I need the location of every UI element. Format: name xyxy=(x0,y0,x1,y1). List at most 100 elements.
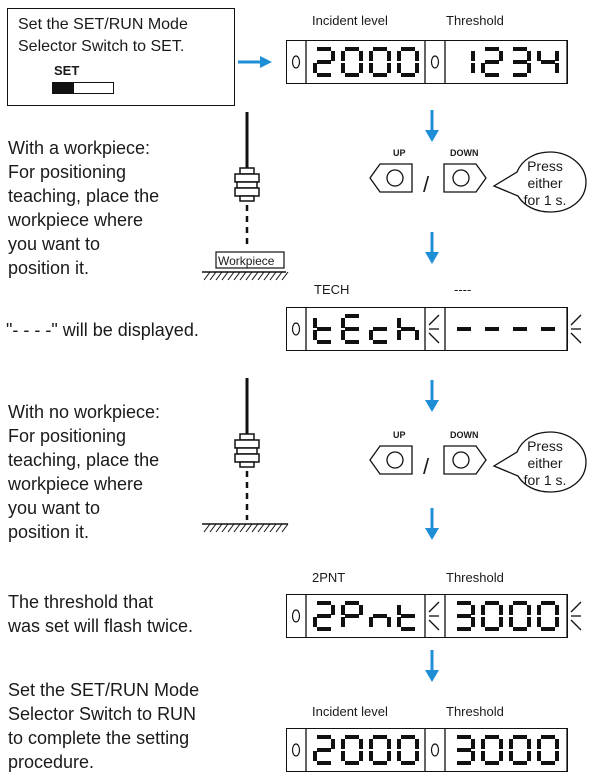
digit-segment xyxy=(513,327,527,331)
digit-segment xyxy=(513,73,527,77)
speech-bubble-1 xyxy=(492,151,587,213)
digit-segment xyxy=(373,73,387,77)
digit-segment xyxy=(527,605,531,615)
digit-segment xyxy=(317,601,331,605)
switch-label: SET xyxy=(54,63,80,78)
text-line: Selector Switch to RUN xyxy=(8,704,197,724)
digit-segment xyxy=(457,735,471,739)
digit-segment xyxy=(331,51,335,61)
digit-segment xyxy=(457,627,471,631)
digit-segment xyxy=(485,761,499,765)
digit-segment xyxy=(313,63,317,73)
digit-segment xyxy=(485,47,499,51)
digit-segment xyxy=(345,735,359,739)
digit-segment xyxy=(373,340,387,344)
down-arrow-icon xyxy=(425,508,439,540)
digit-segment xyxy=(313,617,317,627)
text-line: teaching, place the xyxy=(8,186,160,206)
display2-left-label: TECH xyxy=(314,282,350,297)
digit-segment xyxy=(345,327,359,331)
indicator-icon xyxy=(291,55,301,69)
digit-segment xyxy=(509,605,513,615)
display4-left-label: Incident level xyxy=(312,704,388,719)
digit-segment xyxy=(509,617,513,627)
bubble-line: Press xyxy=(527,438,563,454)
digit-segment xyxy=(513,735,527,739)
display3-left-label: 2PNT xyxy=(312,570,346,585)
digit-segment xyxy=(499,51,503,61)
digit-segment xyxy=(369,751,373,761)
digit-segment xyxy=(485,327,499,331)
digit-segment xyxy=(415,751,419,761)
digit-segment xyxy=(457,614,471,618)
display2-right-label: ---- xyxy=(454,282,472,297)
slash-separator: / xyxy=(423,454,430,479)
digit-segment xyxy=(373,761,387,765)
digit-segment xyxy=(555,617,559,627)
instruction-line-1: Set the SET/RUN Mode xyxy=(18,16,188,33)
digit-segment xyxy=(499,739,503,749)
slash-separator: / xyxy=(423,172,430,197)
digit-segment xyxy=(341,605,345,615)
display-divider xyxy=(428,619,440,631)
digit-segment xyxy=(555,739,559,749)
digit-segment xyxy=(345,73,359,77)
up-button[interactable] xyxy=(368,162,418,196)
display-panel-2 xyxy=(286,307,582,351)
display-divider xyxy=(570,332,582,344)
set-run-switch[interactable] xyxy=(52,82,114,94)
display2-segments xyxy=(291,308,582,350)
digit-segment xyxy=(471,63,475,73)
digit-segment xyxy=(541,60,555,64)
digit-segment xyxy=(387,739,391,749)
digit-segment xyxy=(541,627,555,631)
digit-segment xyxy=(541,761,555,765)
digit-segment xyxy=(397,739,401,749)
digit-segment xyxy=(509,739,513,749)
down-arrow-icon xyxy=(425,110,439,142)
digit-segment xyxy=(317,627,331,631)
digit-segment xyxy=(527,751,531,761)
digit-segment xyxy=(341,617,345,627)
down-button[interactable] xyxy=(442,444,492,478)
digit-segment xyxy=(471,605,475,615)
digit-segment xyxy=(555,63,559,73)
speech-bubble-2 xyxy=(492,431,587,493)
digit-segment xyxy=(373,327,387,331)
bubble-text-2: Press either for 1 s. xyxy=(510,438,580,489)
digit-segment xyxy=(331,739,335,749)
digit-segment xyxy=(397,617,401,627)
digit-segment xyxy=(415,739,419,749)
digit-segment xyxy=(481,617,485,627)
digit-segment xyxy=(401,761,415,765)
digit-segment xyxy=(485,735,499,739)
indicator-icon xyxy=(291,322,301,336)
digit-segment xyxy=(369,63,373,73)
digit-segment xyxy=(317,340,331,344)
bubble-line: for 1 s. xyxy=(523,192,567,208)
up-button[interactable] xyxy=(368,444,418,478)
digit-segment xyxy=(345,761,359,765)
down-button[interactable] xyxy=(442,162,492,196)
down-button-label: DOWN xyxy=(450,430,479,440)
digit-segment xyxy=(485,627,499,631)
digit-segment xyxy=(345,614,359,618)
display-divider xyxy=(570,314,582,326)
digit-segment xyxy=(457,601,471,605)
digit-segment xyxy=(373,735,387,739)
digit-segment xyxy=(401,47,415,51)
digit-segment xyxy=(509,751,513,761)
digit-segment xyxy=(317,47,331,51)
display1-right-label: Threshold xyxy=(446,13,504,28)
digit-segment xyxy=(397,51,401,61)
digit-segment xyxy=(313,318,317,328)
digit-segment xyxy=(527,739,531,749)
digit-segment xyxy=(513,601,527,605)
digit-segment xyxy=(313,751,317,761)
digit-segment xyxy=(527,63,531,73)
down-button-label: DOWN xyxy=(450,148,479,158)
bubble-line: for 1 s. xyxy=(523,472,567,488)
display1-segments xyxy=(291,41,568,83)
text-line: procedure. xyxy=(8,752,95,772)
display-panel-1 xyxy=(286,40,568,84)
